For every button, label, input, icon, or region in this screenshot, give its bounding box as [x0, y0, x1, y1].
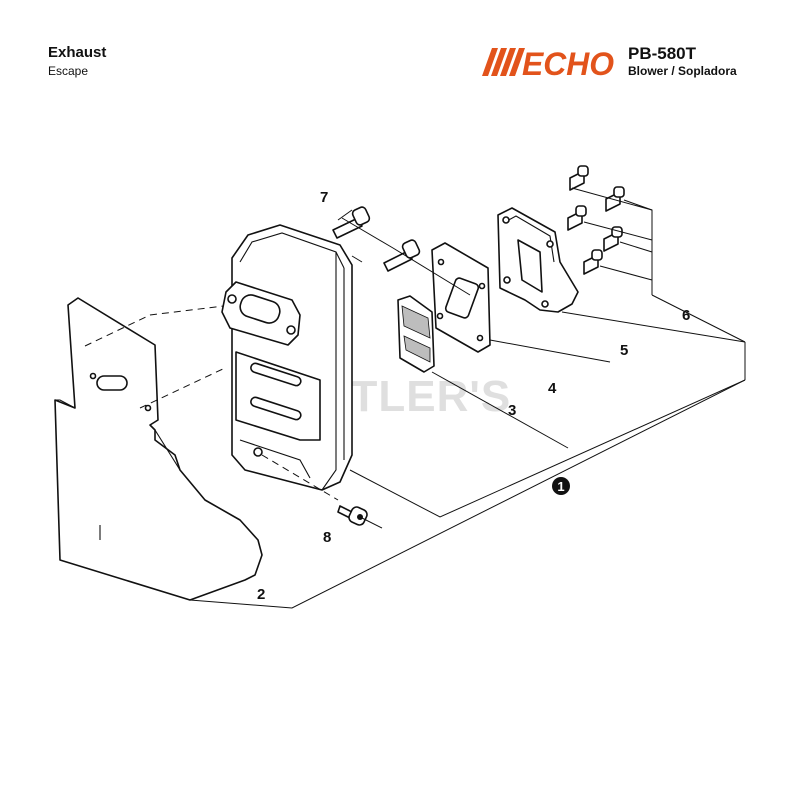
callout-6: 6: [682, 307, 690, 324]
part-5-deflector[interactable]: [497, 207, 579, 313]
part-8-bolt[interactable]: [337, 505, 369, 526]
part-6-screws[interactable]: [567, 165, 625, 275]
section-subtitle: Escape: [48, 64, 89, 78]
callout-3: 3: [508, 402, 516, 419]
model-description: Blower / Sopladora: [628, 64, 737, 78]
bolt-icon: [383, 239, 421, 272]
model-block: PB-580T Blower / Sopladora: [628, 44, 737, 79]
screw-icon: [583, 249, 603, 275]
shield-exhaust-port: [96, 375, 128, 391]
screw-icon: [569, 165, 589, 191]
screw-icon: [605, 186, 625, 212]
echo-logo: ECHO: [482, 46, 614, 80]
screw-icon: [603, 226, 623, 252]
muffler-exhaust-port: [239, 294, 281, 324]
part-2-shield[interactable]: [54, 297, 263, 601]
logo-text: ECHO: [522, 46, 614, 80]
part-7-bolts[interactable]: [332, 206, 421, 272]
page-header: Exhaust Escape: [48, 44, 106, 79]
callout-1: 1: [557, 479, 564, 494]
callout-7: 7: [320, 189, 328, 206]
callout-2: 2: [257, 586, 265, 603]
callout-8: 8: [323, 529, 331, 546]
screw-icon: [567, 205, 587, 231]
logo-stripes-icon: [482, 48, 525, 76]
part-4-gasket[interactable]: [431, 242, 491, 353]
part-1-muffler[interactable]: [221, 224, 353, 491]
model-number: PB-580T: [628, 44, 697, 63]
section-title: Exhaust: [48, 44, 107, 61]
callout-1-badge: 1: [552, 477, 570, 495]
leader-lines: [189, 187, 746, 609]
bolt-icon: [332, 206, 371, 239]
callout-4: 4: [548, 380, 557, 397]
part-3-screen[interactable]: [397, 295, 435, 373]
callout-5: 5: [620, 342, 628, 359]
